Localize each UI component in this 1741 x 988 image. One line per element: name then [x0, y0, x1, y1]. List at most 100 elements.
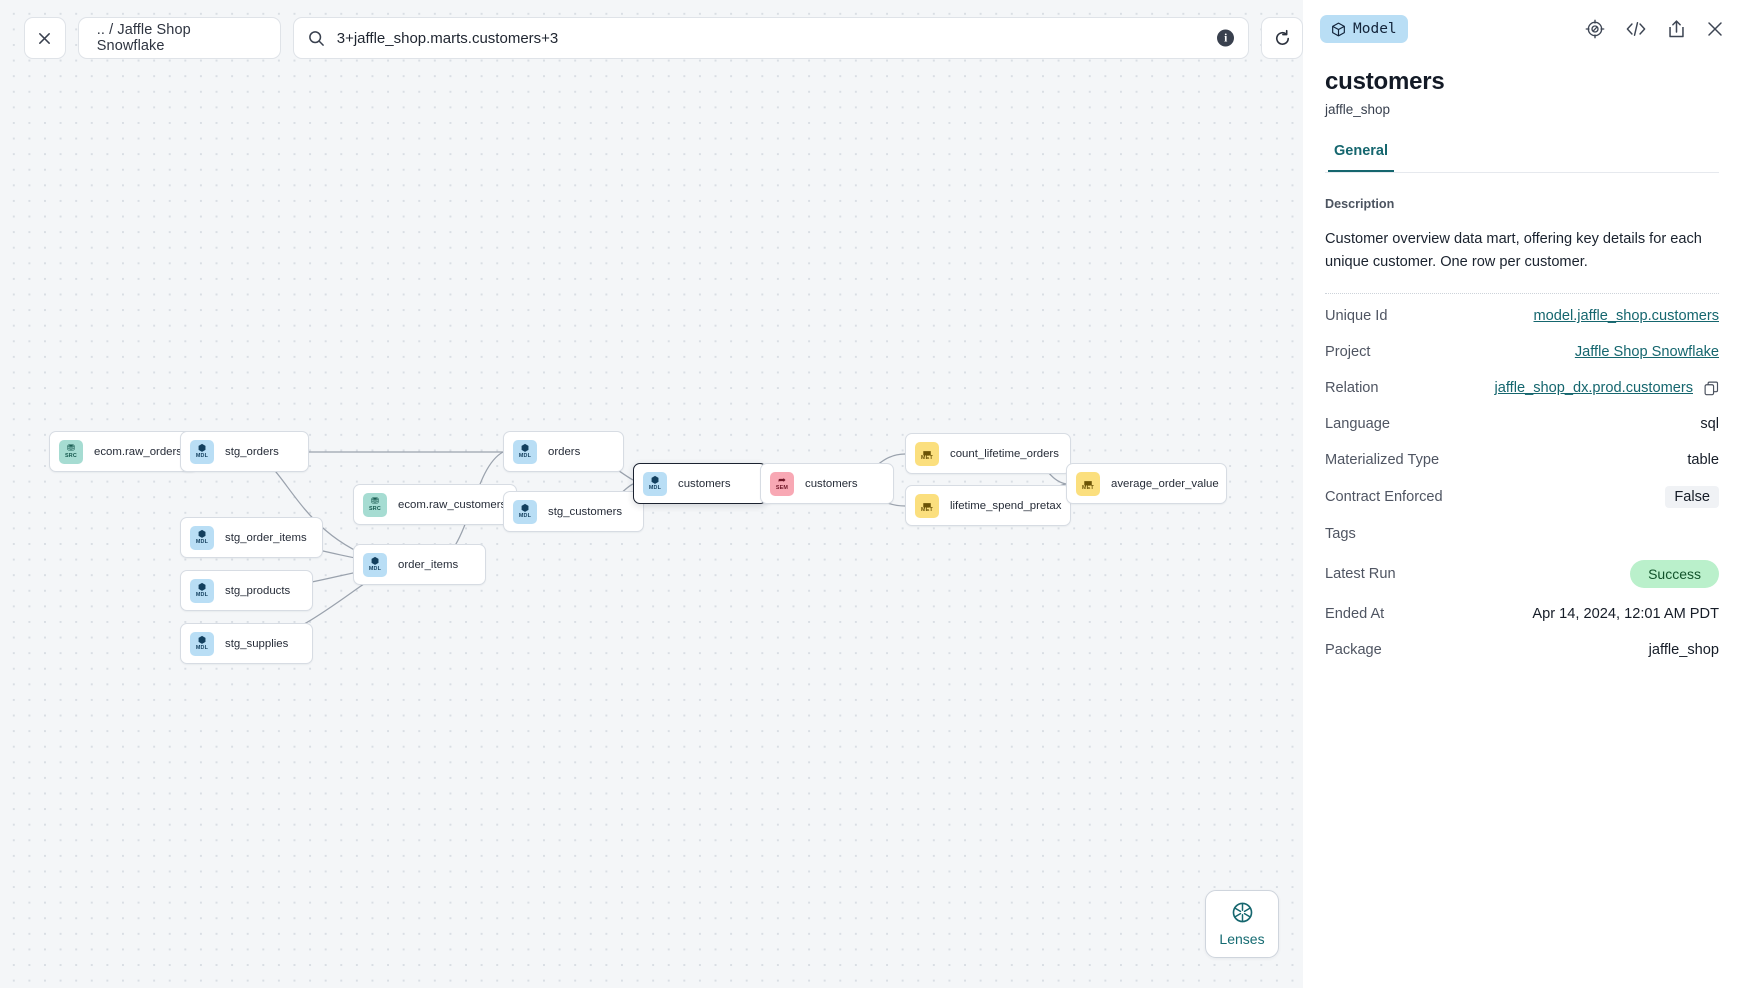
property-row: Materialized Type table [1325, 442, 1719, 478]
breadcrumb[interactable]: .. / Jaffle Shop Snowflake [77, 17, 281, 59]
property-value: Apr 14, 2024, 12:01 AM PDT [1532, 606, 1719, 623]
code-icon[interactable] [1625, 19, 1647, 39]
src-node-icon: ⛃SRC [363, 492, 387, 517]
property-key: Latest Run [1325, 566, 1396, 583]
mdl-node-icon: ⬢MDL [643, 471, 667, 496]
property-row: Ended At Apr 14, 2024, 12:01 AM PDT [1325, 596, 1719, 632]
mdl-node-icon: ⬢MDL [190, 578, 214, 603]
status-badge: Success [1630, 560, 1719, 589]
lineage-node-customers_semantic[interactable]: ➦SEM customers [760, 463, 894, 504]
lineage-node-label: average_order_value [1111, 477, 1219, 490]
share-icon[interactable] [1667, 19, 1686, 39]
property-value-group: jaffle_shop_dx.prod.customers [1495, 380, 1719, 396]
property-row: Latest Run Success [1325, 552, 1719, 596]
property-key: Materialized Type [1325, 452, 1440, 469]
close-icon [39, 32, 51, 44]
property-key: Tags [1325, 526, 1356, 543]
tab-general[interactable]: General [1328, 143, 1394, 172]
canvas-toolbar: .. / Jaffle Shop Snowflake i [24, 17, 1303, 59]
panel-header-actions [1585, 19, 1724, 39]
breadcrumb-label: .. / Jaffle Shop Snowflake [96, 22, 191, 54]
property-row: Tags [1325, 516, 1719, 552]
property-row: Unique Id model.jaffle_shop.customers [1325, 298, 1719, 334]
property-key: Project [1325, 344, 1371, 361]
lineage-node-ecom_raw_orders[interactable]: ⛃SRC ecom.raw_orders [49, 431, 198, 472]
lenses-label: Lenses [1219, 931, 1265, 947]
property-value: sql [1700, 416, 1719, 433]
property-row: Language sql [1325, 406, 1719, 442]
resource-type-label: Model [1353, 21, 1397, 37]
property-key: Ended At [1325, 606, 1385, 623]
property-key: Relation [1325, 380, 1379, 397]
mdl-node-icon: ⬢MDL [190, 525, 214, 550]
resource-type-badge[interactable]: Model [1320, 15, 1408, 43]
property-row: Project Jaffle Shop Snowflake [1325, 334, 1719, 370]
lineage-node-label: stg_supplies [225, 637, 289, 650]
lenses-button[interactable]: Lenses [1205, 890, 1279, 958]
lineage-node-customers_model[interactable]: ⬢MDL customers [633, 463, 767, 504]
met-node-icon: ▃MET [915, 441, 939, 466]
lineage-node-label: ecom.raw_customers [398, 498, 507, 511]
search-input[interactable] [336, 29, 1235, 47]
lineage-search-bar[interactable]: i [292, 17, 1250, 59]
mdl-node-icon: ⬢MDL [513, 499, 537, 524]
focus-target-icon[interactable] [1585, 19, 1605, 39]
mdl-node-icon: ⬢MDL [513, 439, 537, 464]
property-row: Relation jaffle_shop_dx.prod.customers [1325, 370, 1719, 406]
lineage-node-orders[interactable]: ⬢MDL orders [503, 431, 624, 472]
details-body: Description Customer overview data mart,… [1303, 173, 1741, 988]
description-label: Description [1325, 197, 1395, 211]
lineage-node-label: order_items [398, 558, 459, 571]
lineage-node-label: stg_products [225, 584, 291, 597]
section-divider [1325, 293, 1719, 295]
property-value: jaffle_shop [1648, 642, 1719, 659]
property-key: Language [1325, 416, 1390, 433]
property-value: False [1665, 486, 1719, 509]
lineage-node-label: count_lifetime_orders [950, 447, 1059, 460]
lineage-node-order_items[interactable]: ⬢MDL order_items [353, 544, 486, 585]
property-key: Package [1325, 642, 1382, 659]
description-text: Customer overview data mart, offering ke… [1325, 231, 1702, 270]
property-value[interactable]: jaffle_shop_dx.prod.customers [1494, 380, 1693, 397]
property-value[interactable]: model.jaffle_shop.customers [1533, 308, 1720, 325]
lineage-node-ecom_raw_customers[interactable]: ⛃SRC ecom.raw_customers [353, 484, 517, 525]
property-value: table [1687, 452, 1719, 469]
lineage-node-count_lifetime_orders[interactable]: ▃MET count_lifetime_orders [905, 433, 1071, 474]
panel-close-icon[interactable] [1706, 20, 1724, 38]
sem-node-icon: ➦SEM [770, 471, 794, 496]
property-key: Unique Id [1325, 308, 1388, 325]
copy-icon[interactable] [1704, 381, 1719, 396]
search-icon [308, 30, 325, 47]
property-value[interactable]: Jaffle Shop Snowflake [1574, 344, 1719, 361]
mdl-node-icon: ⬢MDL [190, 631, 214, 656]
mdl-node-icon: ⬢MDL [190, 439, 214, 464]
lineage-node-stg_supplies[interactable]: ⬢MDL stg_supplies [180, 623, 313, 664]
page-subtitle: jaffle_shop [1325, 102, 1391, 117]
cube-icon [1332, 22, 1345, 36]
close-button[interactable] [24, 17, 66, 59]
details-panel-header: Model [1303, 0, 1741, 58]
details-panel: Model [1303, 0, 1741, 988]
lineage-node-label: ecom.raw_orders [94, 445, 182, 458]
lineage-node-stg_products[interactable]: ⬢MDL stg_products [180, 570, 313, 611]
info-icon[interactable]: i [1217, 29, 1235, 47]
refresh-button[interactable] [1261, 17, 1303, 59]
mdl-node-icon: ⬢MDL [363, 552, 387, 577]
property-row: Package jaffle_shop [1325, 632, 1719, 668]
src-node-icon: ⛃SRC [59, 439, 83, 464]
lineage-node-label: customers [678, 477, 731, 490]
met-node-icon: ▃MET [915, 493, 939, 518]
refresh-icon [1275, 29, 1289, 45]
lineage-node-label: orders [548, 445, 581, 458]
lineage-node-label: customers [805, 477, 858, 490]
